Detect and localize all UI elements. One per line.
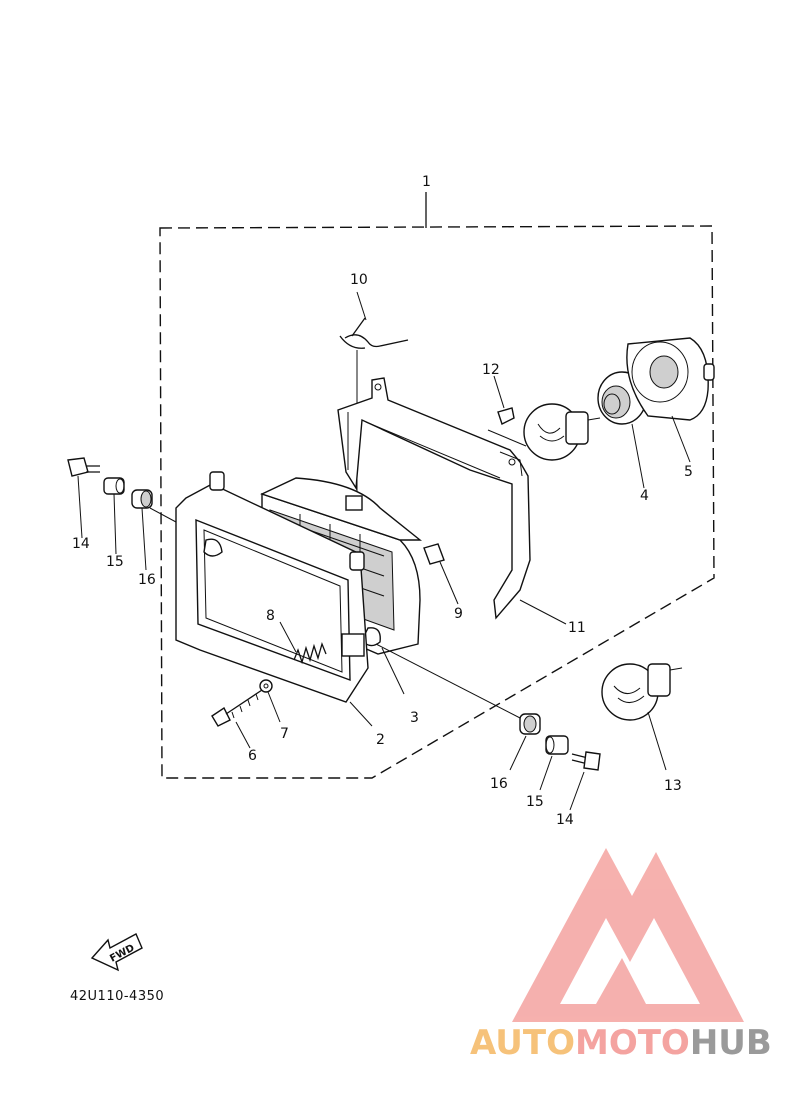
callout-16-left: 16 — [138, 572, 156, 588]
fwd-arrow-icon: FWD — [90, 933, 143, 972]
callout-15-right: 15 — [526, 794, 544, 810]
callout-1: 1 — [422, 174, 431, 190]
headlight-bulb-part — [601, 663, 683, 771]
callout-12: 12 — [482, 362, 500, 378]
left-collar-part — [103, 477, 125, 555]
headlight-rim-part — [149, 471, 525, 727]
svg-text:AUTOMOTOHUB: AUTOMOTOHUB — [470, 1023, 772, 1063]
callout-16-right: 16 — [490, 776, 508, 792]
callout-7: 7 — [280, 726, 289, 742]
upper-bulb-part — [523, 403, 601, 461]
callout-4: 4 — [640, 488, 649, 504]
callout-11: 11 — [568, 620, 586, 636]
right-collar-part — [539, 735, 569, 791]
left-mount-bolt-part — [67, 457, 100, 539]
wordmark-moto: MOTO — [575, 1023, 690, 1063]
callout-13: 13 — [664, 778, 682, 794]
right-mount-bolt-part — [569, 751, 601, 811]
rubber-cover-part — [626, 337, 715, 463]
left-grommet-part — [131, 489, 153, 571]
assembly-boundary — [159, 225, 715, 779]
callout-15-left: 15 — [106, 554, 124, 570]
diagram-part-code: 42U110-4350 — [70, 989, 164, 1004]
nut-part — [259, 679, 281, 723]
callout-5: 5 — [684, 464, 693, 480]
small-clip-part — [487, 375, 527, 447]
headlight-case-part — [337, 377, 567, 625]
automotohub-wordmark: AUTOMOTOHUB — [470, 1023, 772, 1063]
callout-6: 6 — [248, 748, 257, 764]
right-grommet-part — [509, 713, 541, 771]
callout-3: 3 — [410, 710, 419, 726]
callout-labels: 1 10 12 5 4 11 9 8 3 2 7 6 14 15 16 16 1… — [72, 174, 693, 828]
callout-14-right: 14 — [556, 812, 574, 828]
callout-10: 10 — [350, 272, 368, 288]
wordmark-hub: HUB — [690, 1023, 772, 1063]
nut-clip-part — [423, 543, 459, 605]
wordmark-auto: AUTO — [470, 1023, 575, 1063]
callout-2: 2 — [376, 732, 385, 748]
callout-8: 8 — [266, 608, 275, 624]
callout-9: 9 — [454, 606, 463, 622]
adjust-spring-part — [279, 621, 327, 665]
adjust-screw-part — [211, 689, 263, 749]
callout-14-left: 14 — [72, 536, 90, 552]
automotohub-logo-mark — [512, 848, 744, 1022]
